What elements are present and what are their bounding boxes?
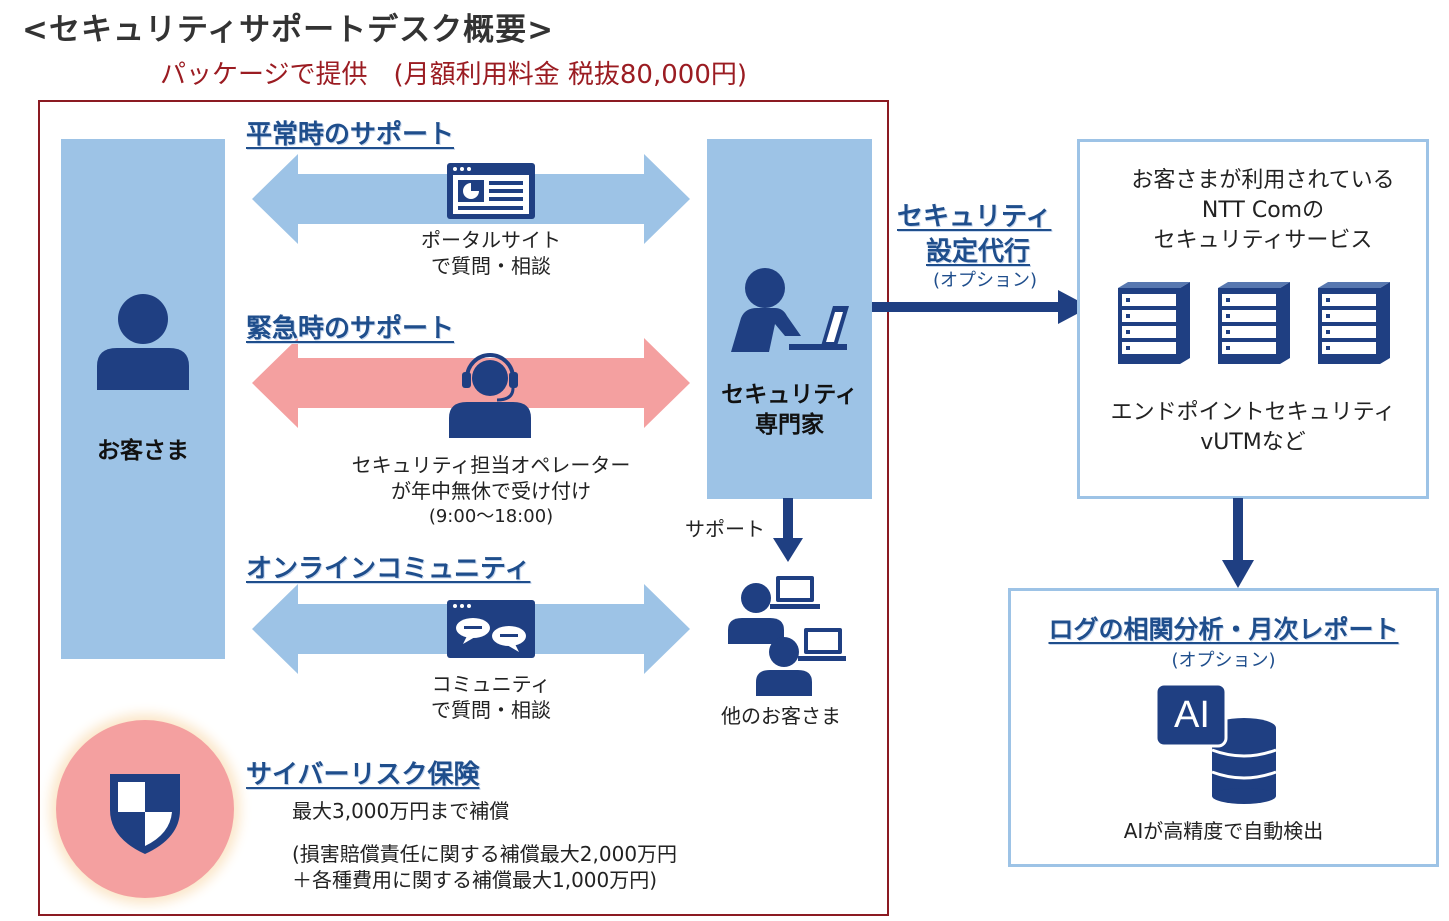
proxy-setting-arrow	[872, 290, 1090, 324]
server-rack-icon	[1118, 282, 1190, 364]
ntt-services-line-1: お客さまが利用されている	[1131, 168, 1395, 193]
insurance-heading: サイバーリスク保険	[246, 760, 480, 790]
customer-panel	[61, 139, 225, 659]
page-subtitle: パッケージで提供 (月額利用料金 税抜80,000円)	[160, 60, 748, 90]
ntt-services-line-2: NTT Comの	[1201, 198, 1325, 223]
expert-label-line1: セキュリティ	[721, 382, 858, 408]
person-icon	[97, 294, 189, 390]
normal-support-heading: 平常時のサポート	[246, 120, 455, 150]
community-heading: オンラインコミュニティ	[246, 554, 531, 584]
person-laptop-icon	[731, 268, 849, 352]
ntt-services-line-5: vUTMなど	[1200, 430, 1306, 455]
people-laptops-icon	[728, 576, 846, 696]
proxy-setting-option: (オプション)	[932, 270, 1038, 291]
emergency-caption-2: が年中無休で受け付け	[391, 479, 591, 503]
ai-database-icon	[1154, 682, 1277, 804]
support-arrow-label: サポート	[685, 517, 765, 541]
headset-operator-icon	[449, 353, 531, 438]
insurance-line-3: ＋各種費用に関する補償最大1,000万円)	[292, 868, 658, 892]
community-caption-1: コミュニティ	[431, 672, 551, 696]
log-analysis-heading: ログの相関分析・月次レポート	[1048, 615, 1399, 644]
insurance-line-1: 最大3,000万円まで補償	[292, 799, 510, 823]
log-analysis-down-arrow	[1222, 498, 1254, 588]
support-down-arrow	[773, 498, 803, 562]
emergency-caption-1: セキュリティ担当オペレーター	[351, 453, 631, 477]
proxy-setting-heading-1: セキュリティ	[897, 202, 1052, 232]
chat-window-icon	[447, 600, 535, 658]
server-rack-icon	[1218, 282, 1290, 364]
ai-label: AI	[1174, 694, 1210, 736]
insurance-line-2: (損害賠償責任に関する補償最大2,000万円	[292, 842, 678, 866]
normal-support-caption-2: で質問・相談	[431, 254, 551, 278]
portal-site-icon	[447, 163, 535, 219]
other-customers-label: 他のお客さま	[721, 704, 841, 728]
emergency-caption-3: (9:00～18:00)	[428, 506, 554, 527]
ntt-services-line-3: セキュリティサービス	[1153, 228, 1373, 253]
normal-support-caption-1: ポータルサイト	[421, 228, 561, 252]
package-box	[38, 100, 889, 916]
emergency-support-heading: 緊急時のサポート	[246, 314, 455, 344]
log-analysis-option: (オプション)	[1171, 650, 1276, 671]
proxy-setting-heading-2: 設定代行	[926, 237, 1031, 267]
community-caption-2: で質問・相談	[431, 698, 551, 722]
ntt-services-line-4: エンドポイントセキュリティ	[1110, 400, 1396, 425]
customer-label: お客さま	[97, 438, 189, 464]
page-title: <セキュリティサポートデスク概要>	[22, 12, 555, 48]
log-analysis-caption: AIが高精度で自動検出	[1123, 819, 1324, 843]
expert-label-line2: 専門家	[755, 412, 824, 438]
shield-icon	[110, 774, 180, 854]
server-rack-icon	[1318, 282, 1390, 364]
